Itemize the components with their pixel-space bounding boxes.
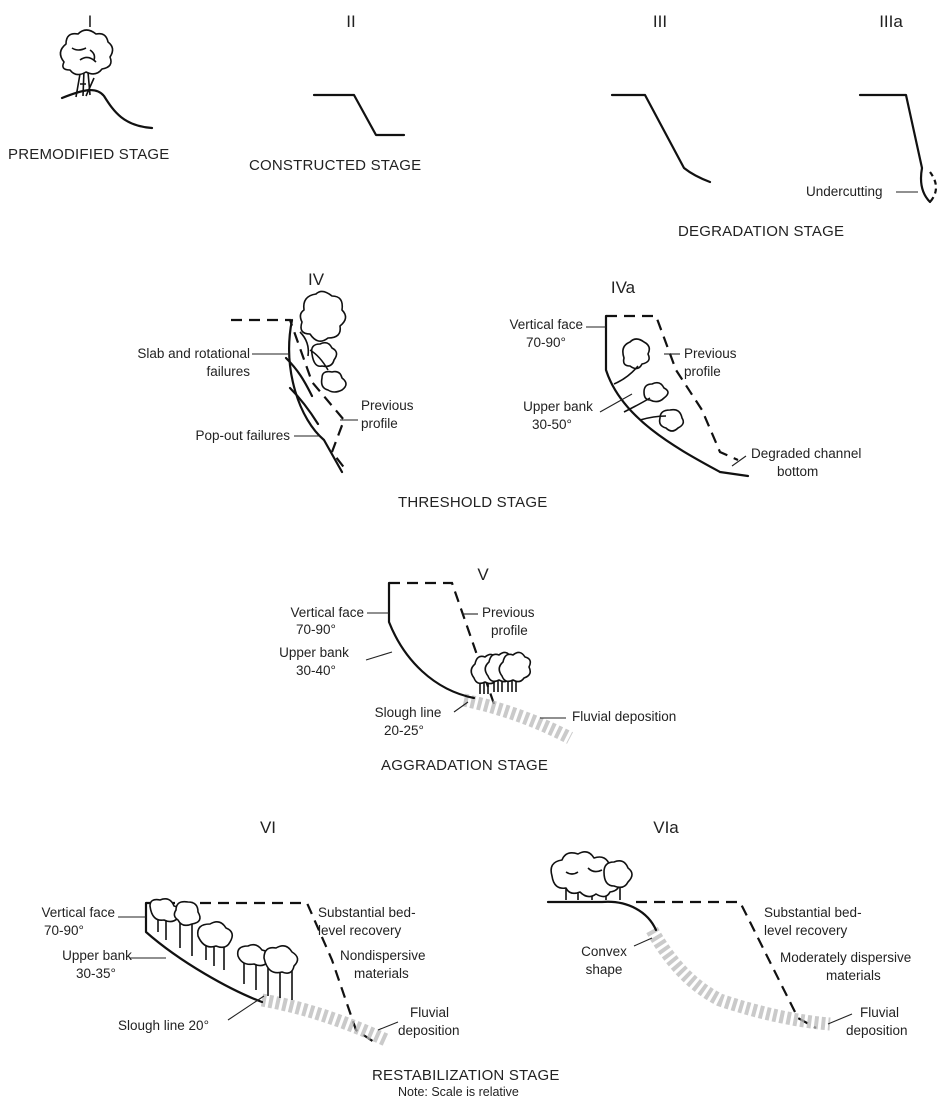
label-fluvial-via-2: deposition	[846, 1023, 908, 1038]
fluvial-deposition-band	[262, 1000, 386, 1040]
panel-IIIa-label: IIIa	[879, 12, 903, 31]
fluvial-deposition-band	[464, 700, 570, 738]
panel-IIIa: IIIa Undercutting	[806, 12, 936, 202]
convex-bank-profile	[548, 902, 656, 930]
label-previous-iv-1: Previous	[361, 398, 414, 413]
panel-IV-label: IV	[308, 270, 325, 289]
label-upper-bank-v-angle: 30-40°	[296, 663, 336, 678]
label-moderately-dispersive-2: materials	[826, 968, 881, 983]
panel-VI-label: VI	[260, 818, 276, 837]
stage-threshold: THRESHOLD STAGE	[398, 494, 547, 511]
label-substantial-via-2: level recovery	[764, 923, 848, 938]
panel-VIa: VIa Convex shape Substantial bed- level …	[548, 818, 911, 1038]
label-fluvial-via-1: Fluvial	[860, 1005, 899, 1020]
upper-bank-profile	[389, 583, 474, 698]
fluvial-deposition-band	[652, 930, 830, 1024]
panel-I-label: I	[88, 12, 93, 31]
scale-note: Note: Scale is relative	[398, 1085, 519, 1099]
panel-VIa-label: VIa	[653, 818, 679, 837]
label-slough-line-vi: Slough line 20°	[118, 1018, 209, 1033]
panel-III-label: III	[653, 12, 667, 31]
panel-II: II CONSTRUCTED STAGE	[249, 12, 421, 174]
label-slough-line-v-angle: 20-25°	[384, 723, 424, 738]
label-upper-bank-iva: Upper bank	[523, 399, 593, 414]
stage-aggradation: AGGRADATION STAGE	[381, 757, 548, 774]
label-slab-failures-2: failures	[206, 364, 250, 379]
label-upper-bank-iva-angle: 30-50°	[532, 417, 572, 432]
label-upper-bank-vi: Upper bank	[62, 948, 132, 963]
label-fluvial-vi-2: deposition	[398, 1023, 460, 1038]
panel-III: III	[612, 12, 710, 182]
label-moderately-dispersive-1: Moderately dispersive	[780, 950, 911, 965]
label-slab-failures-1: Slab and rotational	[137, 346, 250, 361]
slump-block-icon	[300, 291, 346, 392]
label-previous-iva-1: Previous	[684, 346, 737, 361]
panel-V-label: V	[477, 565, 489, 584]
label-slough-line-v: Slough line	[375, 705, 442, 720]
constructed-bank-profile	[314, 95, 404, 135]
label-vertical-face-iva-angle: 70-90°	[526, 335, 566, 350]
label-previous-iva-2: profile	[684, 364, 721, 379]
label-vertical-face-vi-angle: 70-90°	[44, 923, 84, 938]
label-nondispersive-1: Nondispersive	[340, 948, 426, 963]
stage-degradation: DEGRADATION STAGE	[678, 223, 844, 240]
label-vertical-face-iva: Vertical face	[509, 317, 583, 332]
label-previous-iv-2: profile	[361, 416, 398, 431]
panel-V: V Vertical face 70-90° Previous profile …	[279, 565, 676, 738]
panel-VI: VI Vertical face 70-90° Upper bank 30-35…	[41, 818, 459, 1042]
slump-block-icon	[614, 339, 683, 431]
label-undercutting: Undercutting	[806, 184, 883, 199]
panel-IV: IV Slab and rotational failures Pop-out …	[137, 270, 413, 472]
stage-constructed: CONSTRUCTED STAGE	[249, 157, 421, 174]
label-pop-out-failures: Pop-out failures	[195, 428, 290, 443]
panel-I: I PREMODIFIED STAGE	[8, 12, 169, 163]
label-previous-v-2: profile	[491, 623, 528, 638]
vegetation-icon	[471, 652, 530, 694]
label-vertical-face-v-angle: 70-90°	[296, 622, 336, 637]
label-convex-1: Convex	[581, 944, 627, 959]
label-previous-v-1: Previous	[482, 605, 535, 620]
label-degraded-bottom-1: Degraded channel	[751, 446, 861, 461]
panel-II-label: II	[346, 12, 355, 31]
label-fluvial-vi-1: Fluvial	[410, 1005, 449, 1020]
label-upper-bank-vi-angle: 30-35°	[76, 966, 116, 981]
label-substantial-vi-1: Substantial bed-	[318, 905, 416, 920]
label-convex-2: shape	[586, 962, 623, 977]
upper-bank-profile	[606, 316, 748, 476]
label-degraded-bottom-2: bottom	[777, 464, 818, 479]
degraded-bank-profile	[612, 95, 710, 182]
label-nondispersive-2: materials	[354, 966, 409, 981]
label-substantial-via-1: Substantial bed-	[764, 905, 862, 920]
stage-restabilization: RESTABILIZATION STAGE	[372, 1067, 560, 1084]
label-vertical-face-v: Vertical face	[290, 605, 364, 620]
vegetation-icon	[551, 852, 632, 900]
label-upper-bank-v: Upper bank	[279, 645, 349, 660]
label-fluvial-deposition-v: Fluvial deposition	[572, 709, 676, 724]
label-vertical-face-vi: Vertical face	[41, 905, 115, 920]
panel-IVa-label: IVa	[611, 278, 636, 297]
stage-premodified: PREMODIFIED STAGE	[8, 146, 169, 163]
label-substantial-vi-2: level recovery	[318, 923, 402, 938]
panel-IVa: IVa Vertical face 70-90° Previous profil…	[509, 278, 861, 479]
premodified-tree-icon	[60, 30, 152, 128]
